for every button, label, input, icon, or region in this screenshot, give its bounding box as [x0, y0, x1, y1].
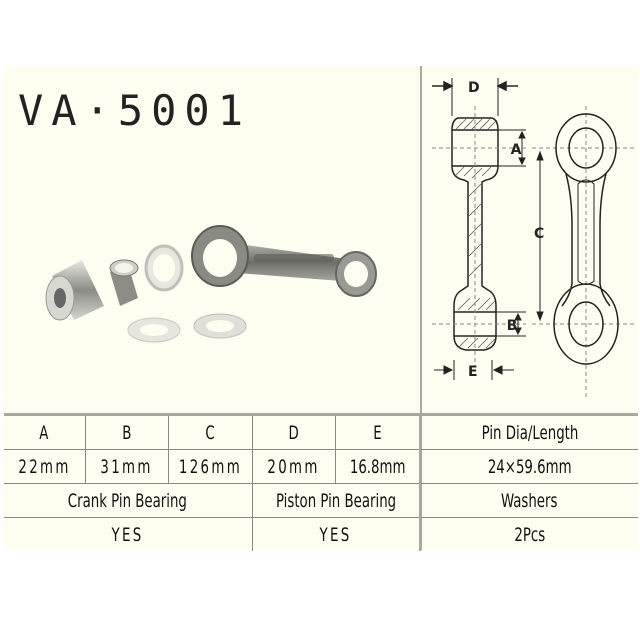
header-piston-pin-bearing: Piston Pin Bearing — [251, 483, 421, 518]
value-d: 20mm — [251, 449, 336, 484]
crank-pin-icon — [45, 260, 104, 321]
label-e: E — [468, 364, 478, 380]
header-c: C — [167, 413, 253, 450]
flat-washer-icon — [127, 313, 247, 343]
component-value-row: YES YES 2Pcs — [4, 517, 638, 551]
label-c: C — [534, 226, 544, 242]
value-pin: 24×59.6mm — [419, 449, 638, 484]
value-washers: 2Pcs — [419, 517, 638, 551]
header-pin: Pin Dia/Length — [419, 413, 638, 450]
washer-icon — [144, 244, 184, 292]
header-crank-pin-bearing: Crank Pin Bearing — [4, 483, 253, 518]
value-crank-pin-bearing: YES — [4, 517, 253, 551]
component-header-row: Crank Pin Bearing Piston Pin Bearing Was… — [4, 483, 638, 518]
header-a: A — [4, 413, 86, 450]
part-number-title: VA·5001 — [18, 86, 252, 135]
value-e: 16.8mm — [334, 449, 421, 484]
label-b: B — [507, 318, 518, 334]
dimension-header-row: A B C D E Pin Dia/Length — [4, 413, 638, 450]
dimension-value-row: 22mm 31mm 126mm 20mm 16.8mm 24×59.6mm — [4, 449, 638, 484]
dimension-diagram: D A C B E — [432, 78, 636, 400]
product-photo — [45, 225, 377, 343]
header-d: D — [251, 413, 336, 450]
needle-bearing-icon — [109, 259, 139, 306]
value-b: 31mm — [84, 449, 169, 484]
spec-table: A B C D E Pin Dia/Length 22mm 31mm 126mm… — [4, 413, 638, 551]
label-a: A — [511, 142, 522, 158]
header-e: E — [334, 413, 421, 450]
value-c: 126mm — [167, 449, 253, 484]
connecting-rod-icon — [191, 225, 377, 297]
value-piston-pin-bearing: YES — [251, 517, 421, 551]
spec-sheet-panel: VA·5001 — [4, 66, 638, 551]
label-d: D — [468, 80, 480, 96]
panel-divider — [420, 66, 422, 550]
header-washers: Washers — [419, 483, 638, 518]
header-b: B — [84, 413, 169, 450]
value-a: 22mm — [4, 449, 86, 484]
